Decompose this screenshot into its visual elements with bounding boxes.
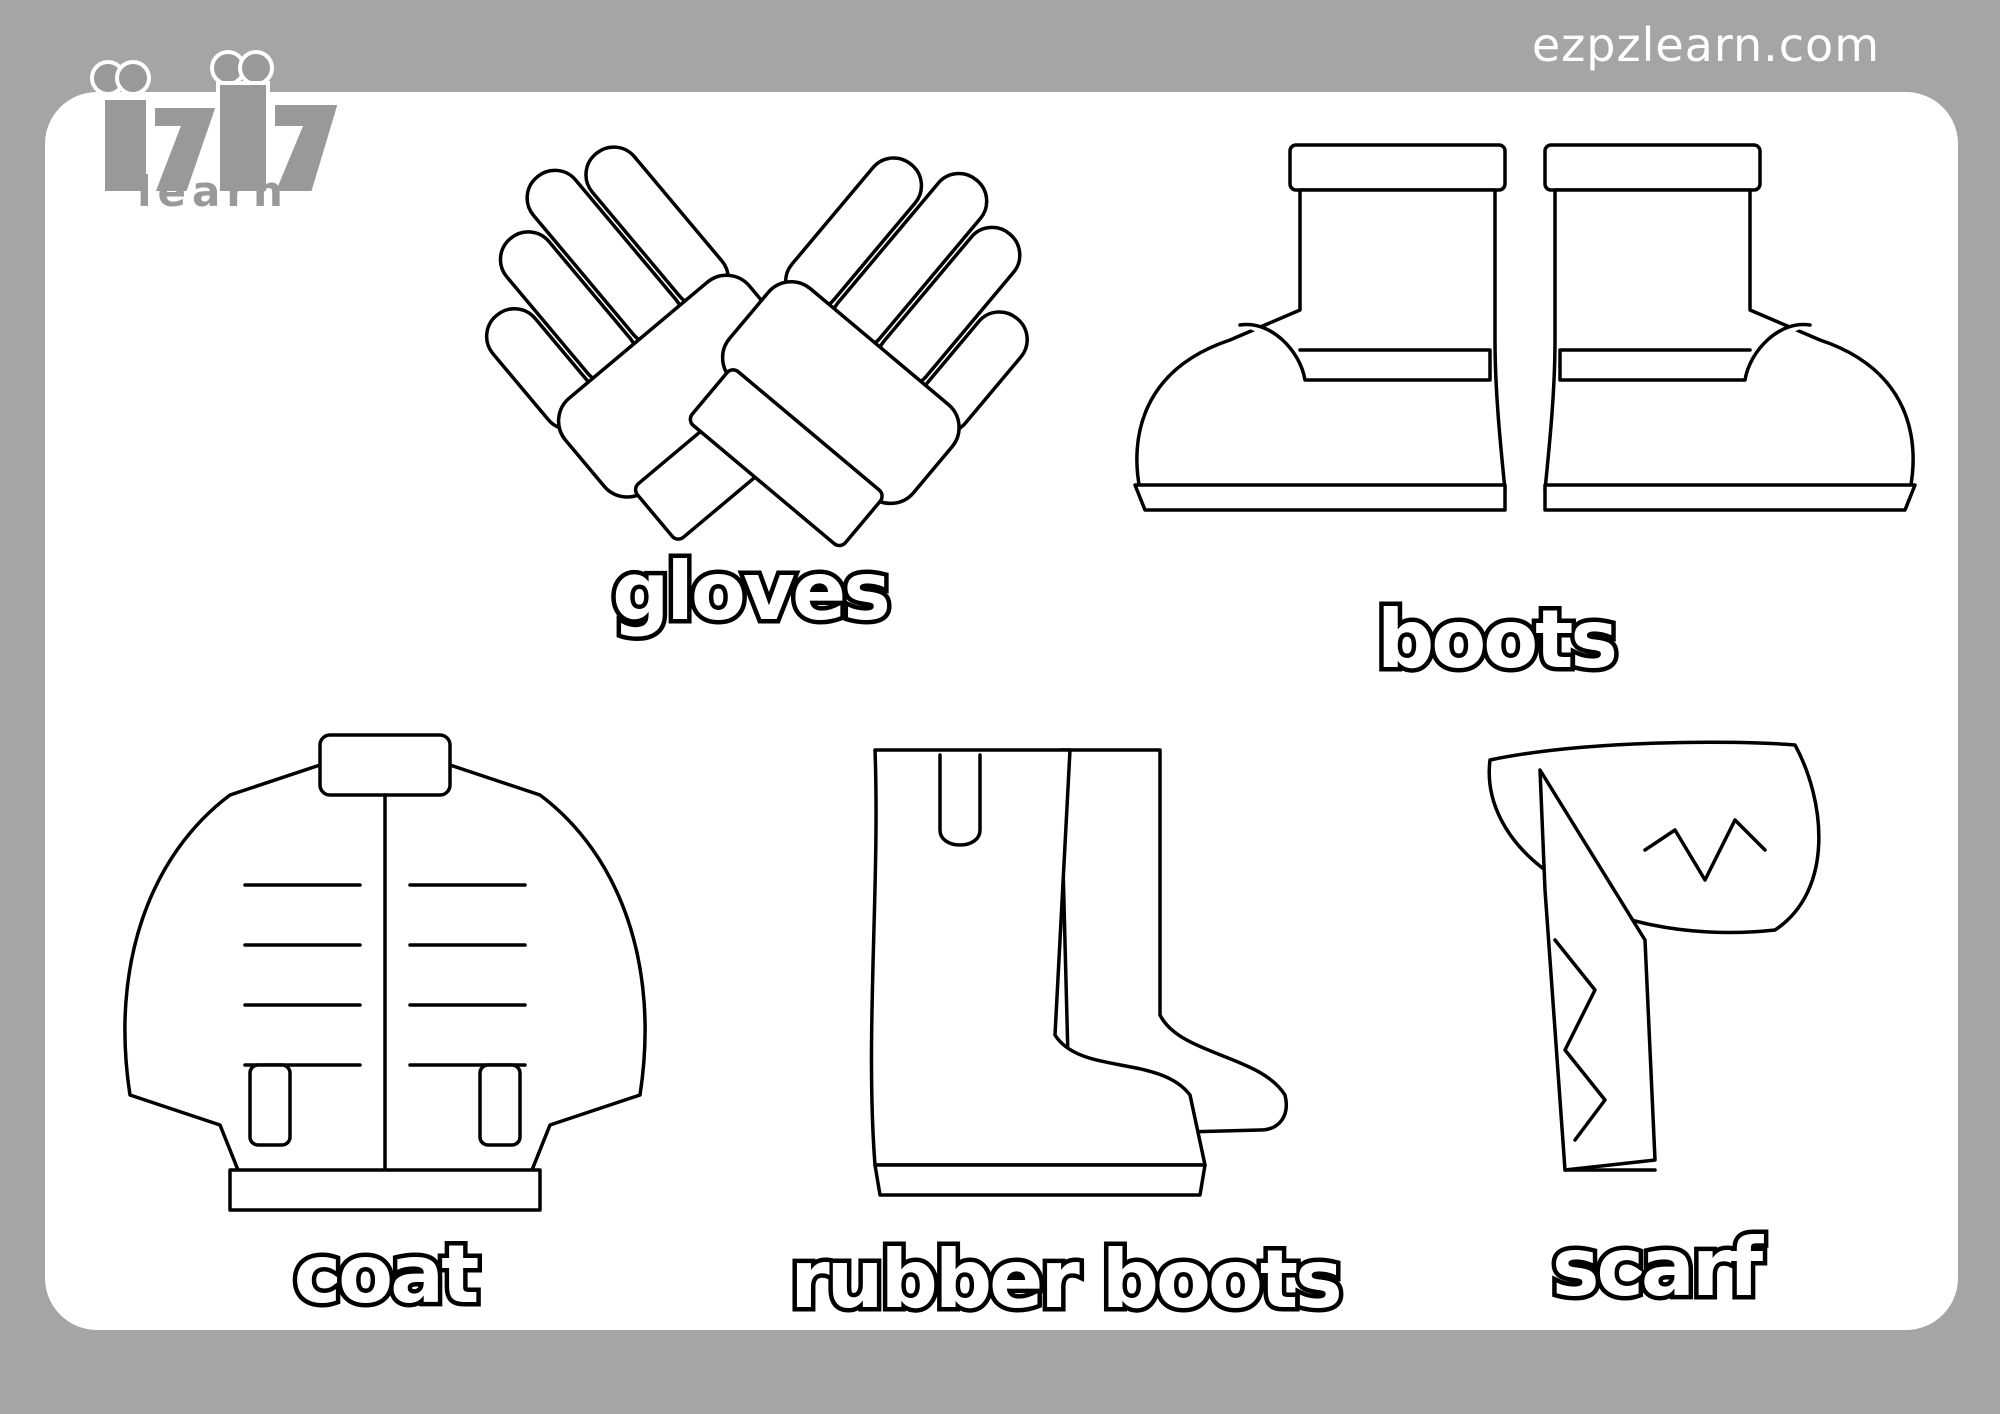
ezpz-learn-logo: learn [90, 50, 343, 208]
label-coat: coat [289, 1228, 484, 1321]
coat-icon [123, 733, 647, 1212]
rubber-boots-icon [869, 748, 1288, 1197]
label-gloves: gloves [608, 545, 896, 638]
gloves-icon [484, 145, 1029, 548]
label-scarf: scarf [1547, 1221, 1767, 1314]
boots-icon [1133, 143, 1917, 512]
scarf-icon [1487, 740, 1821, 1172]
label-boots: boots [1372, 593, 1622, 686]
label-rubber-boots: rubber boots [786, 1233, 1348, 1326]
website-url: ezpzlearn.com [1531, 18, 1880, 72]
svg-text:learn: learn [137, 167, 289, 208]
